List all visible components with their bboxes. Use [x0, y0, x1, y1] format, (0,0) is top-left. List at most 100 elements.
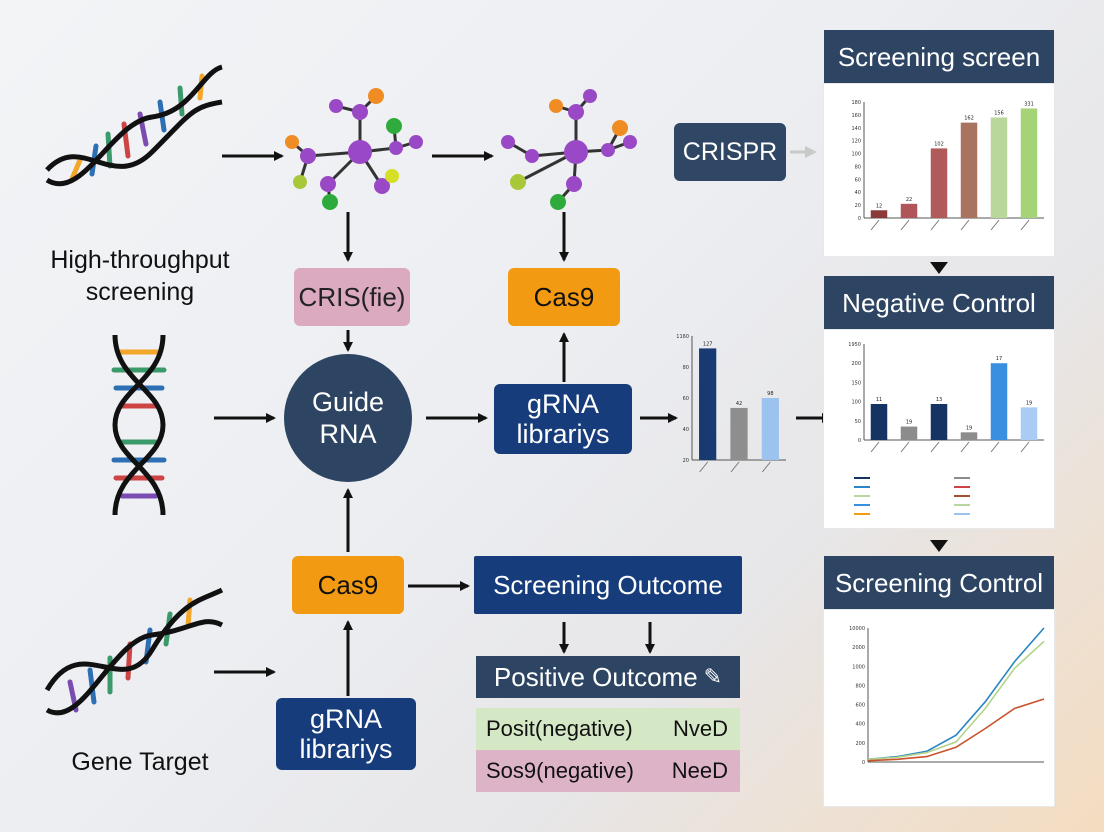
- crispr-box[interactable]: CRISPR: [674, 123, 786, 181]
- bar: [699, 348, 717, 460]
- bar: [900, 203, 918, 218]
- cas9-box-top[interactable]: Cas9: [508, 268, 620, 326]
- bar-value-label: 12: [876, 203, 882, 209]
- x-tick-mark: [900, 219, 910, 231]
- y-tick-label: 0: [858, 216, 861, 222]
- x-tick-mark: [870, 441, 880, 453]
- x-tick-mark: [1020, 219, 1030, 231]
- bar-value-label: 19: [966, 425, 972, 431]
- series-line: [867, 627, 1045, 761]
- gene-target-label: Gene Target: [71, 748, 209, 776]
- y-tick-label: 150: [851, 380, 861, 386]
- bar-value-label: 13: [936, 397, 942, 403]
- outcome-row-positive[interactable]: Posit(negative) NveD: [476, 708, 740, 750]
- molecule-network-icon-2: [501, 89, 637, 210]
- grna-libraries-box-middle[interactable]: gRNA librariys: [494, 384, 632, 454]
- bar-value-label: 42: [736, 401, 742, 407]
- y-tick-label: 200: [851, 361, 861, 367]
- y-tick-label: 180: [851, 100, 861, 106]
- bar-value-label: 22: [906, 197, 912, 203]
- outcome-row-left: Sos9(negative): [486, 758, 634, 783]
- y-tick-label: 80: [855, 164, 861, 170]
- y-tick-label: 0: [862, 760, 865, 766]
- bar: [761, 398, 779, 460]
- bar-value-label: 162: [964, 116, 974, 122]
- outcome-row-right: NeeD: [671, 758, 728, 783]
- series-line: [867, 640, 1045, 761]
- y-tick-label: 10000: [849, 626, 865, 632]
- bar: [900, 426, 918, 440]
- x-tick-mark: [900, 441, 910, 453]
- x-tick-mark: [960, 441, 970, 453]
- bar: [930, 404, 948, 440]
- bar: [990, 363, 1008, 440]
- series-line: [867, 698, 1045, 762]
- bar-value-label: 19: [1026, 400, 1032, 406]
- bar-value-label: 11: [876, 397, 882, 403]
- y-tick-label: 200: [855, 741, 865, 747]
- bar: [870, 404, 888, 440]
- dna-helix-icon-top: [45, 64, 223, 187]
- screening-outcome-box[interactable]: Screening Outcome: [474, 556, 742, 614]
- y-tick-label: 20: [683, 458, 689, 464]
- x-tick-mark: [960, 219, 970, 231]
- bar: [1020, 407, 1038, 440]
- bar-value-label: 127: [703, 341, 713, 347]
- y-tick-label: 100: [851, 152, 861, 158]
- bar-value-label: 17: [996, 356, 1002, 362]
- positive-outcome-label: Positive Outcome: [493, 661, 698, 692]
- negative-control-title: Negative Control: [824, 276, 1054, 330]
- bar-value-label: 19: [906, 420, 912, 426]
- y-tick-label: 40: [683, 427, 689, 433]
- arrow-panel2-to-panel3: [930, 540, 948, 552]
- x-tick-mark: [930, 219, 940, 231]
- y-tick-label: 60: [683, 396, 689, 402]
- molecule-network-icon-1: [285, 88, 423, 210]
- bar: [930, 148, 948, 218]
- bar: [1020, 108, 1038, 218]
- screening-screen-title: Screening screen: [824, 30, 1054, 84]
- bar: [960, 122, 978, 218]
- bar: [730, 407, 748, 460]
- bar-value-label: 98: [767, 391, 773, 397]
- x-tick-mark: [870, 219, 880, 231]
- cris-box[interactable]: CRIS(fie): [294, 268, 410, 326]
- outcome-row-right: NveD: [672, 716, 728, 741]
- y-tick-label: 50: [855, 419, 861, 425]
- y-tick-label: 1160: [676, 334, 689, 340]
- bar: [990, 117, 1008, 218]
- bar-value-label: 102: [934, 141, 944, 147]
- y-tick-label: 140: [851, 126, 861, 132]
- x-tick-mark: [699, 461, 709, 473]
- grna-libraries-box-bottom[interactable]: gRNA librariys: [276, 698, 416, 770]
- dna-helix-icon-middle: [111, 334, 167, 516]
- y-tick-label: 40: [855, 190, 861, 196]
- outcome-row-left: Posit(negative): [486, 716, 633, 741]
- bar-value-label: 156: [994, 110, 1004, 116]
- y-tick-label: 120: [851, 139, 861, 145]
- screening-control-title: Screening Control: [824, 556, 1054, 610]
- y-tick-label: 100: [851, 400, 861, 406]
- bar: [960, 432, 978, 440]
- cas9-box-bottom[interactable]: Cas9: [292, 556, 404, 614]
- x-tick-mark: [730, 461, 740, 473]
- y-tick-label: 2000: [852, 645, 865, 651]
- outcome-row-negative[interactable]: Sos9(negative) NeeD: [476, 750, 740, 792]
- guide-rna-node[interactable]: Guide RNA: [284, 354, 412, 482]
- high-throughput-label: High-throughput screening: [50, 246, 230, 306]
- y-tick-label: 800: [855, 683, 865, 689]
- x-tick-mark: [990, 219, 1000, 231]
- bar-value-label: 331: [1024, 101, 1034, 107]
- dna-helix-icon-bottom: [44, 587, 224, 716]
- y-tick-label: 1950: [848, 342, 861, 348]
- x-tick-mark: [990, 441, 1000, 453]
- y-tick-label: 400: [855, 722, 865, 728]
- y-tick-label: 1000: [852, 664, 865, 670]
